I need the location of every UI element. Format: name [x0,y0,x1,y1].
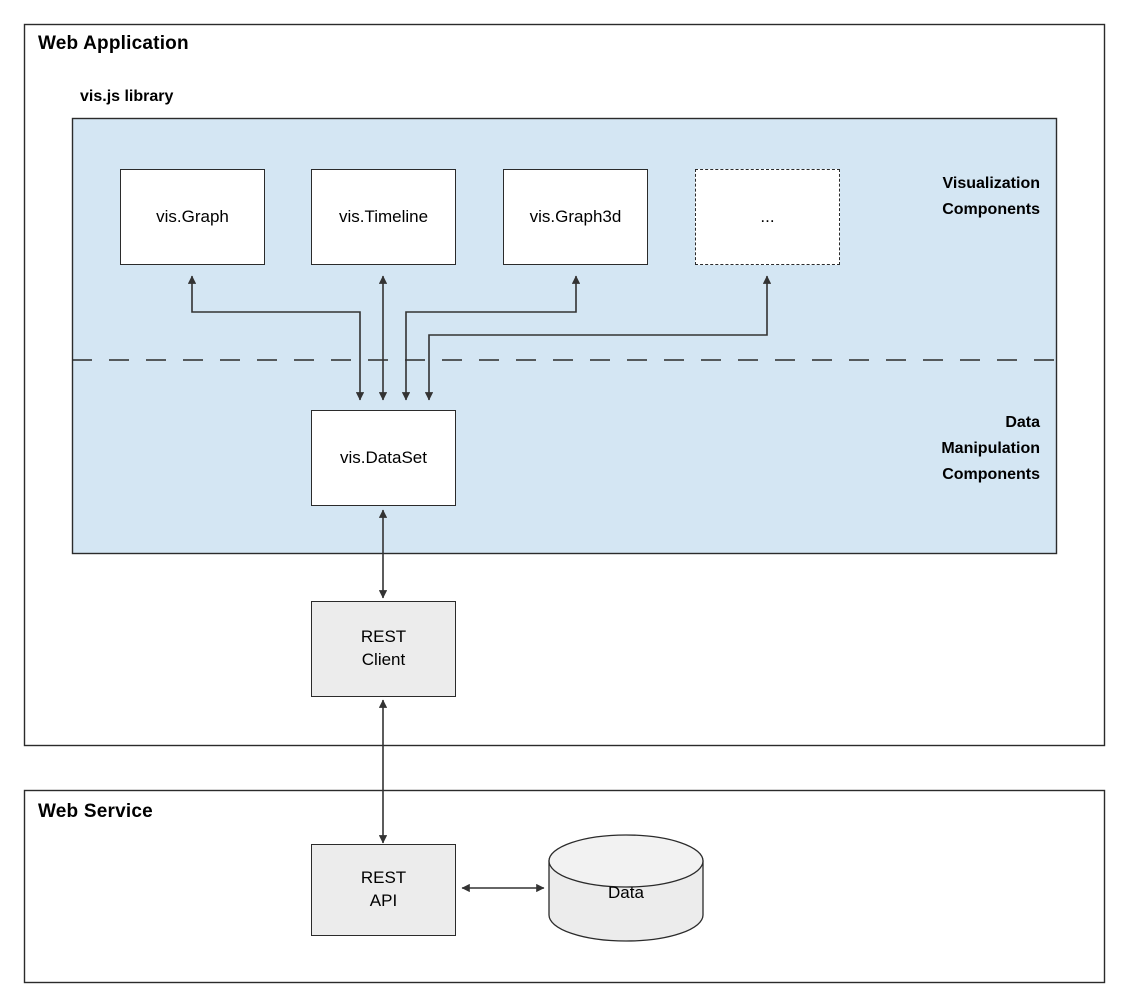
database-label: Data [608,883,644,902]
connector-dataset-graph [187,275,365,401]
visjs-library-title: vis.js library [80,88,174,105]
web-application-title: Web Application [38,33,189,54]
node-rest-client[interactable]: REST Client [311,601,456,697]
connector-dataset-more [424,275,772,401]
node-vis-timeline[interactable]: vis.Timeline [311,169,456,265]
node-more-components[interactable]: ... [695,169,840,265]
section-label-data-manipulation: Data Manipulation Components [941,414,1040,483]
database-cylinder [548,834,704,942]
web-service-title: Web Service [38,801,153,822]
node-vis-dataset[interactable]: vis.DataSet [311,410,456,506]
node-rest-api[interactable]: REST API [311,844,456,936]
node-vis-graph[interactable]: vis.Graph [120,169,265,265]
section-label-visualization: Visualization Components [942,175,1040,218]
node-vis-graph3d[interactable]: vis.Graph3d [503,169,648,265]
